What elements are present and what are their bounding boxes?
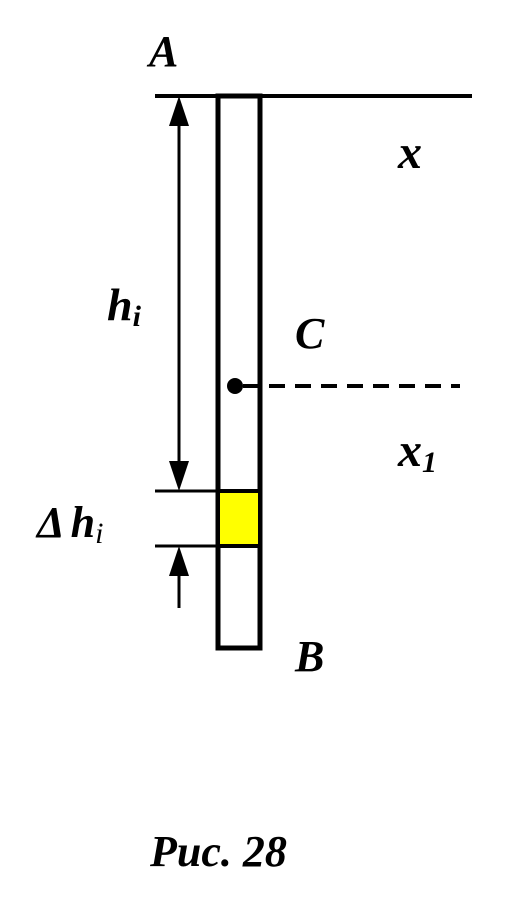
figure-caption: Рис. 28 xyxy=(149,827,287,876)
height-arrow-top-head xyxy=(169,96,189,126)
label-c: C xyxy=(295,309,325,358)
label-h-sub: i xyxy=(133,300,142,333)
label-h-i: hi xyxy=(107,279,142,333)
label-x1: x1 xyxy=(397,424,437,479)
label-b: B xyxy=(294,632,324,681)
label-a: A xyxy=(146,27,178,76)
label-x1-sub: 1 xyxy=(422,446,437,479)
label-delta-h-sub: i xyxy=(95,517,103,550)
rod-element xyxy=(216,489,262,548)
label-delta-h-main: h xyxy=(71,498,95,547)
delta-arrow-head xyxy=(169,546,189,576)
label-x: x xyxy=(397,126,422,179)
rod xyxy=(215,93,263,651)
height-arrow-bottom-head xyxy=(169,461,189,491)
label-delta-symbol: Δ xyxy=(35,498,65,547)
label-x1-main: x xyxy=(397,424,422,477)
center-point xyxy=(227,378,243,394)
label-h: h xyxy=(107,279,133,330)
